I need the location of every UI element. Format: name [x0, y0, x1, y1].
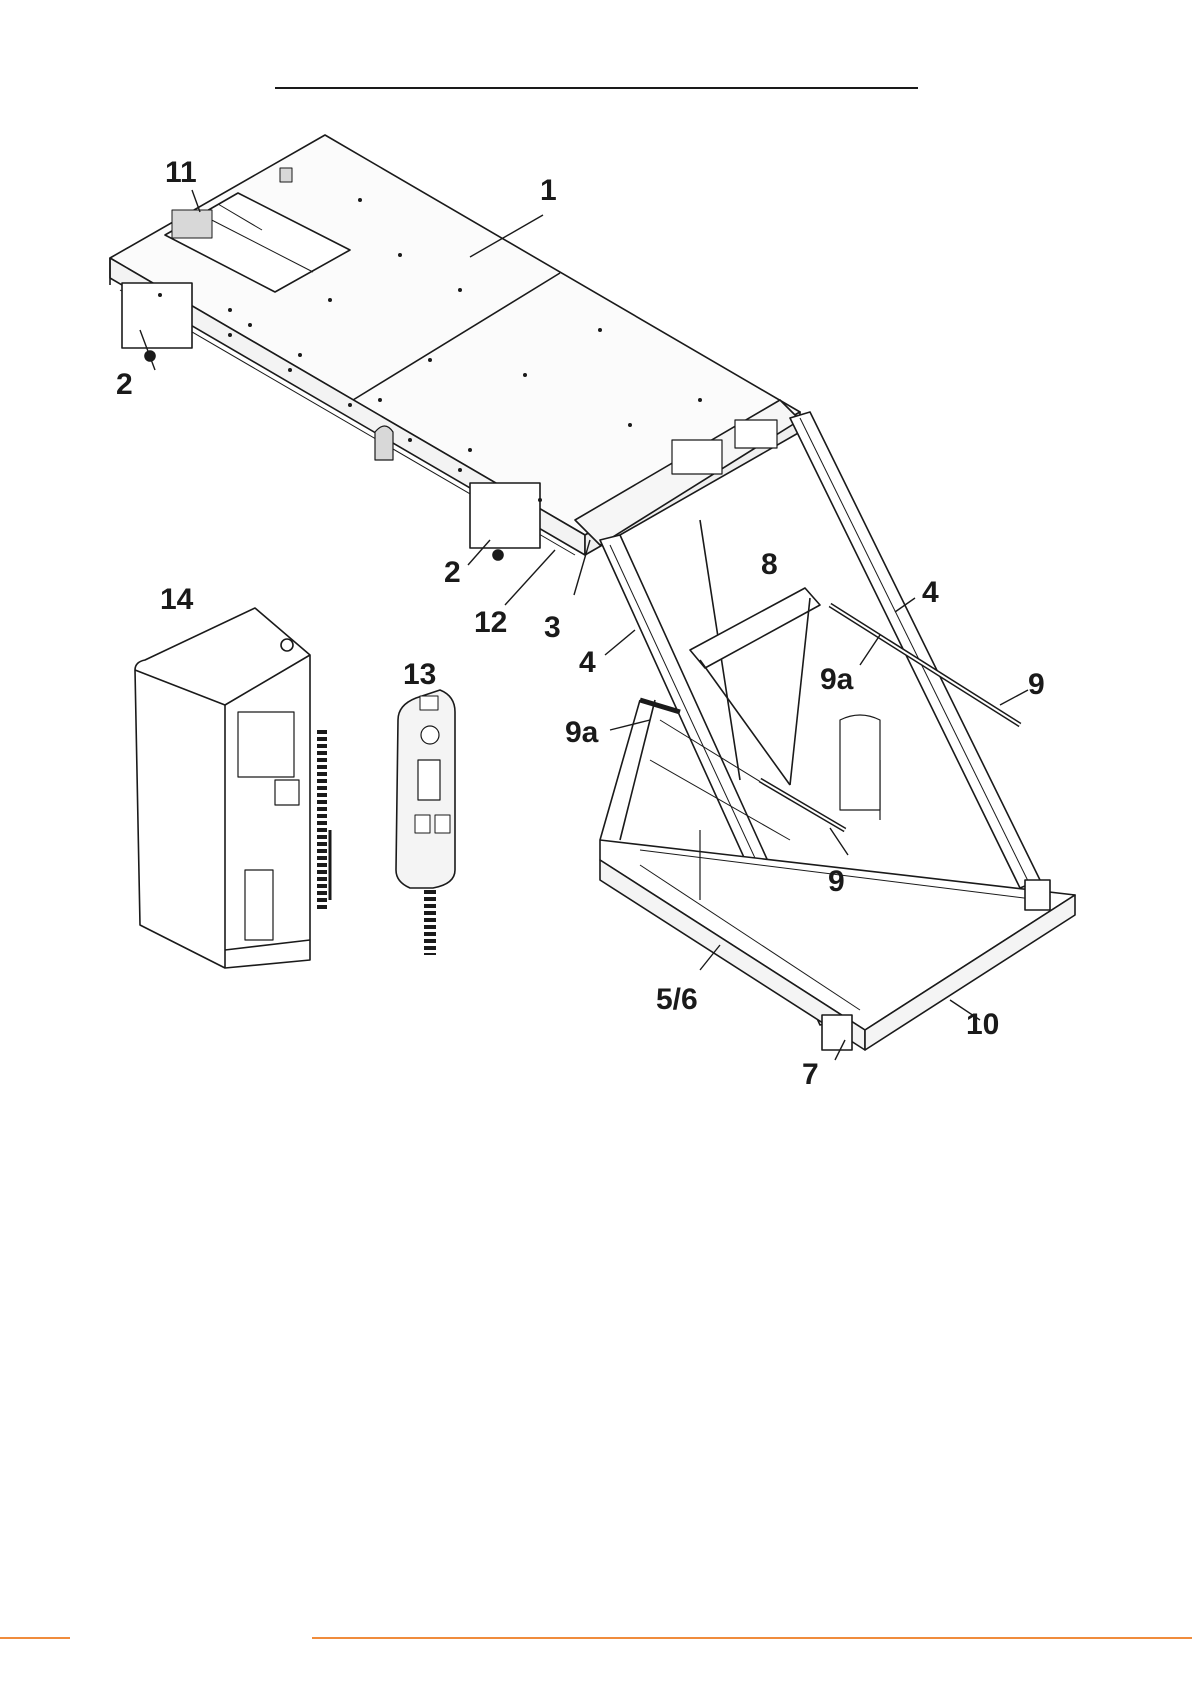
callout-4-right: 4: [922, 578, 939, 608]
callout-14: 14: [160, 585, 193, 615]
callout-9a-left: 9a: [565, 718, 598, 748]
callout-13: 13: [403, 660, 436, 690]
callout-4-left: 4: [579, 648, 596, 678]
control-box: [135, 608, 330, 968]
hand-pendant: [396, 690, 455, 955]
callout-9a-right: 9a: [820, 665, 853, 695]
callout-2-right: 2: [444, 558, 461, 588]
callout-5-6: 5/6: [656, 985, 698, 1015]
callout-3: 3: [544, 613, 561, 643]
callout-7: 7: [802, 1060, 819, 1090]
callout-1: 1: [540, 176, 557, 206]
callout-10: 10: [966, 1010, 999, 1040]
callout-9-right: 9: [1028, 670, 1045, 700]
callout-12: 12: [474, 608, 507, 638]
callout-11: 11: [165, 158, 197, 188]
callout-2-left: 2: [116, 370, 133, 400]
lift-frame: [575, 400, 1075, 1050]
callout-8: 8: [761, 550, 778, 580]
platform-deck: [110, 135, 800, 560]
callout-9-lower: 9: [828, 867, 845, 897]
